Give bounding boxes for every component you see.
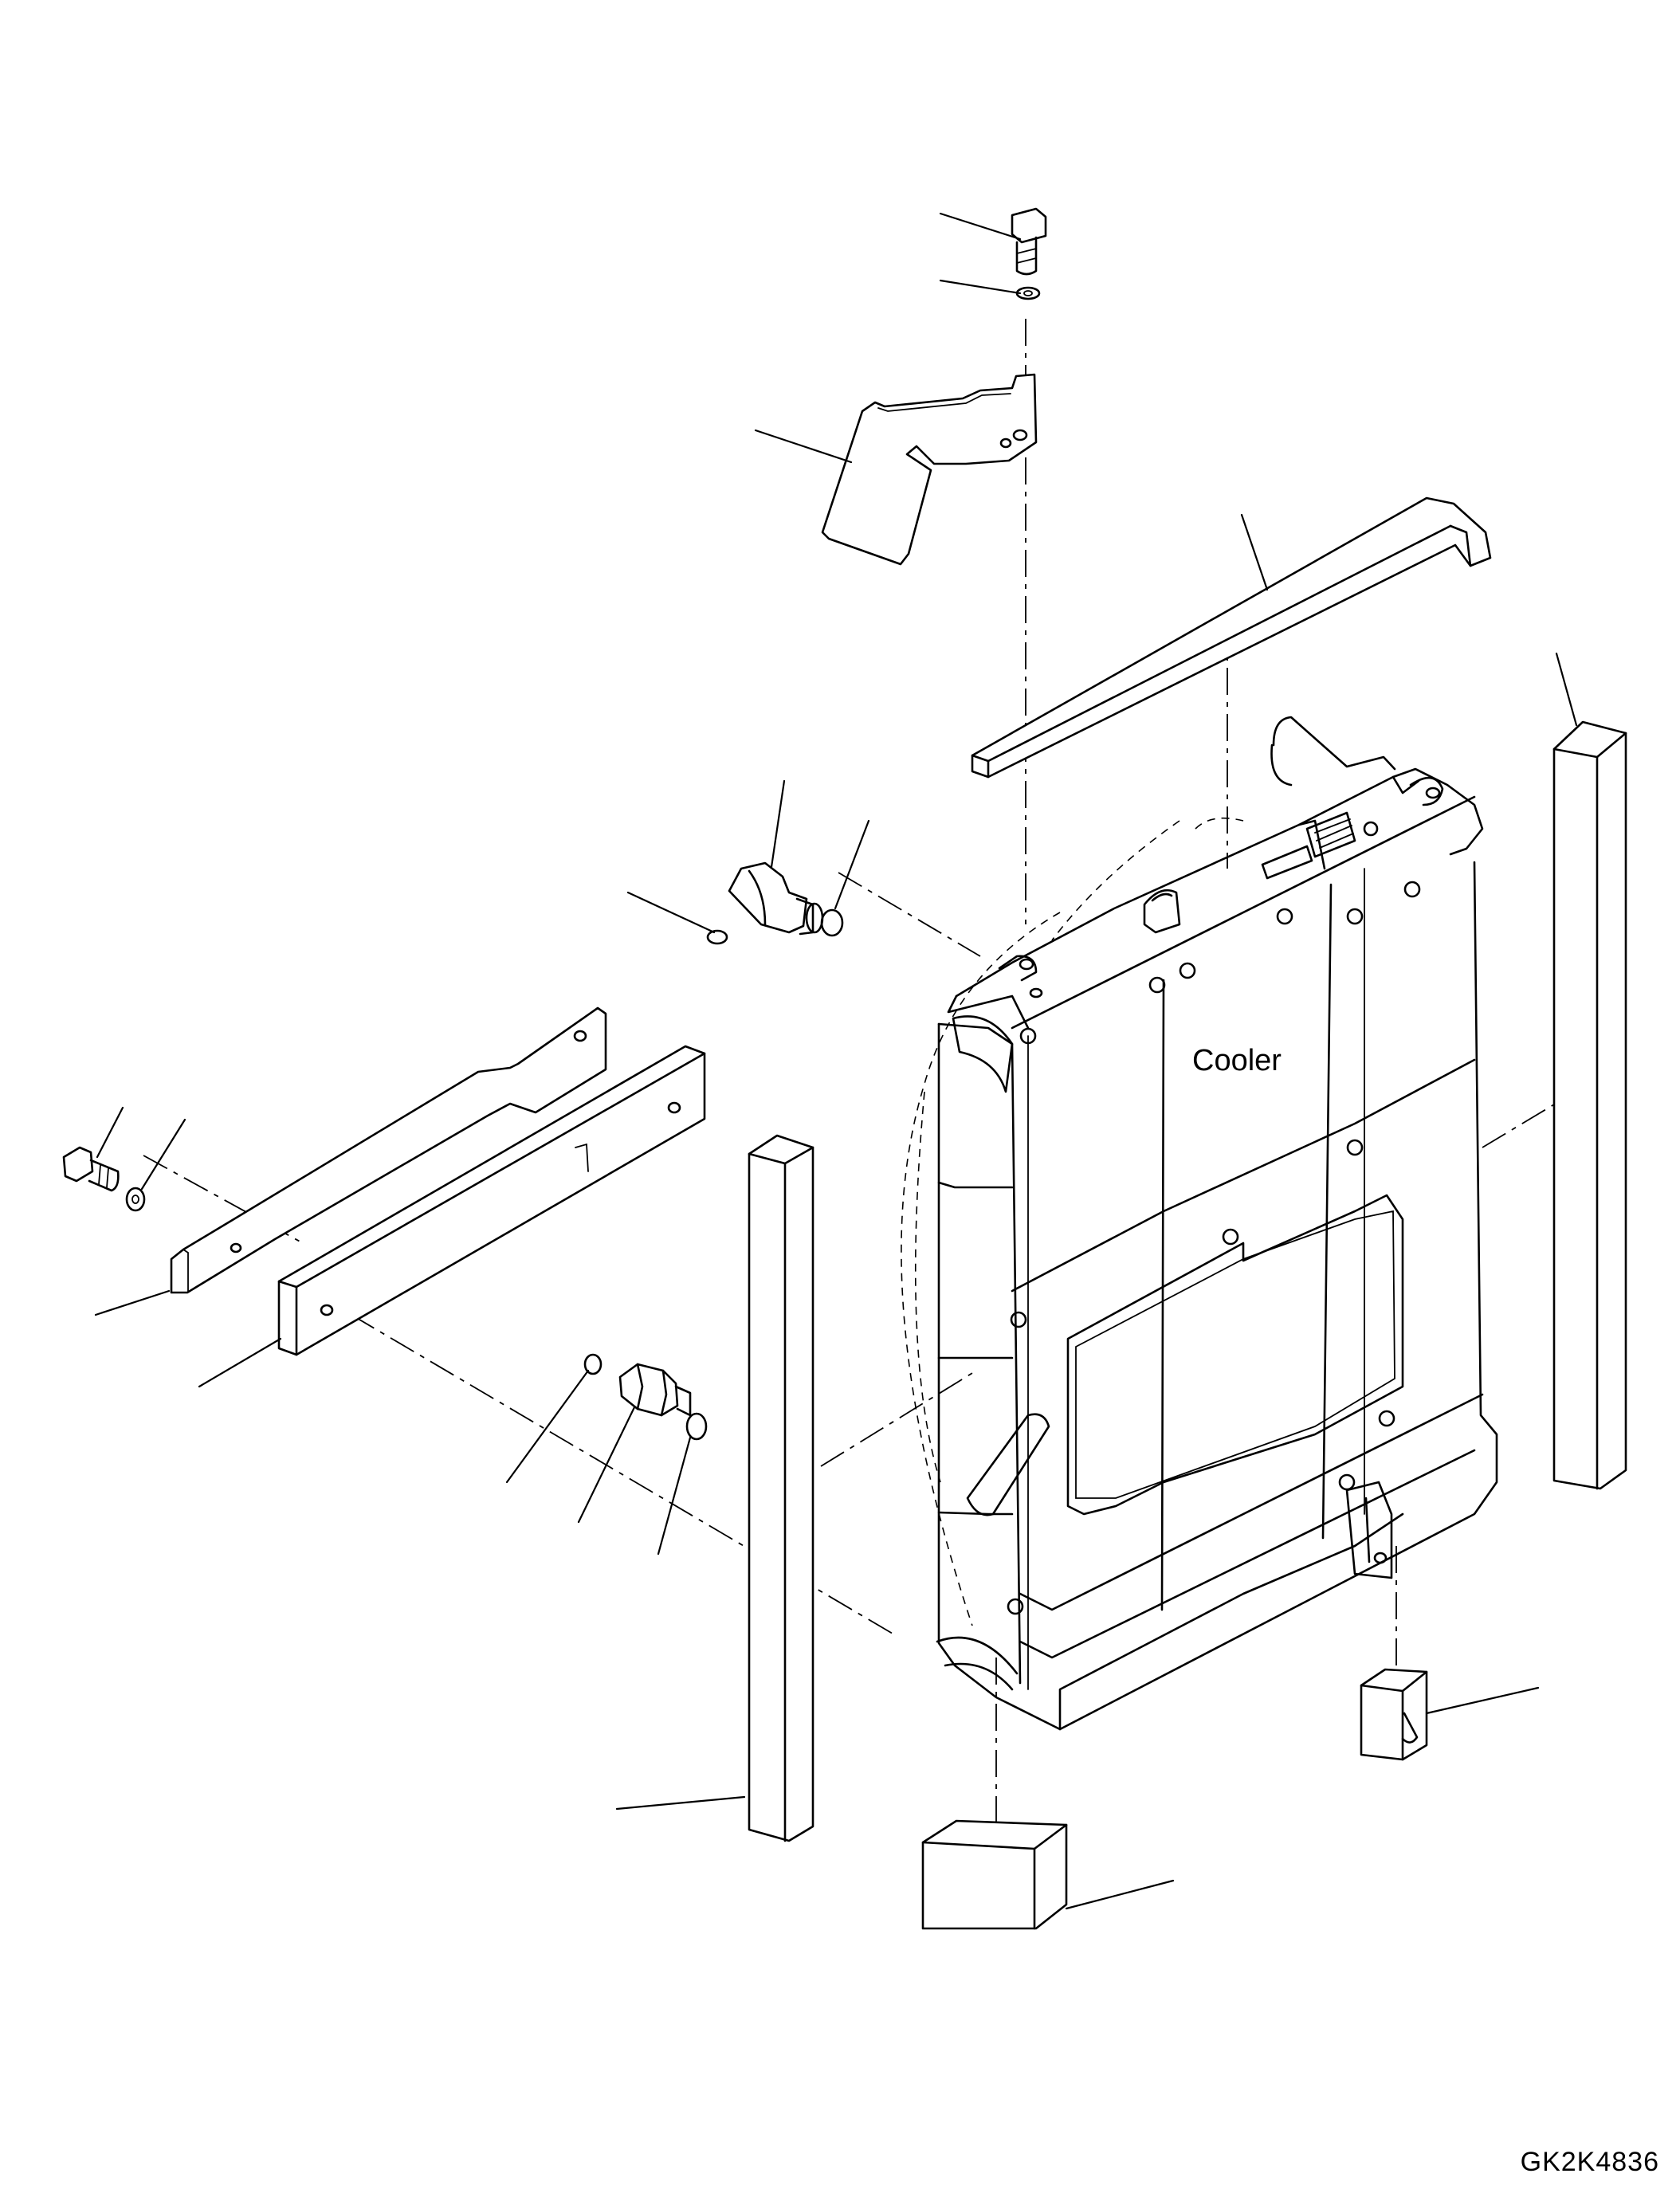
o-ring-adapter-large (685, 1412, 708, 1441)
hex-bolt-left (62, 1146, 120, 1192)
cooler-bolts (1007, 821, 1421, 1615)
bottom-seal-block (921, 1819, 1068, 1930)
left-seal-column (748, 1134, 814, 1842)
top-seal-block (971, 496, 1492, 779)
side-block-thick (277, 1045, 706, 1356)
leader-lines (94, 212, 1578, 1910)
mount-pad-small (1360, 1668, 1428, 1761)
right-seal-column (1552, 720, 1627, 1490)
o-ring-adapter-small (583, 1353, 603, 1375)
cooler-assembly (901, 716, 1498, 1731)
o-ring-sensor-small (706, 929, 728, 945)
hex-bolt-top (1011, 207, 1047, 276)
sensor-fitting (728, 861, 824, 936)
o-ring-sensor-large (820, 908, 844, 937)
adapter-fitting (618, 1363, 692, 1417)
side-plate-thin (170, 1006, 607, 1294)
bracket-plate (821, 373, 1038, 566)
component-label-cooler: Cooler (1192, 1044, 1282, 1077)
drawing-number: GK2K4836 (1520, 2147, 1659, 2177)
washer-left (125, 1187, 146, 1212)
